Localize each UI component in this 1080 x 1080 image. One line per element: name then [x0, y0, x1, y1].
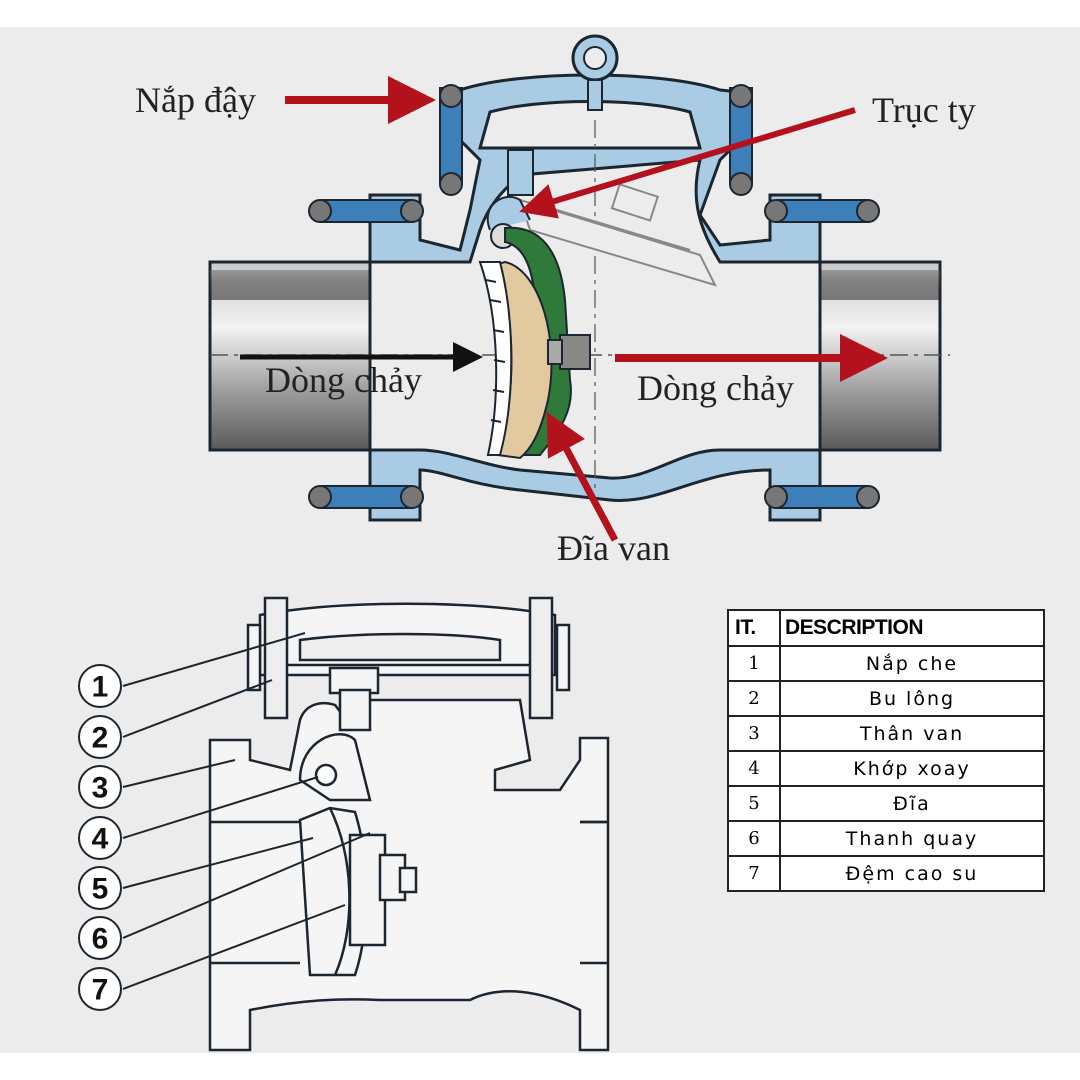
label-cover: Nắp đậy [135, 80, 256, 120]
svg-text:6: 6 [92, 923, 109, 956]
callout-4: 4 [78, 816, 122, 860]
row-it: 1 [727, 645, 781, 682]
callout-6: 6 [78, 916, 122, 960]
parts-table-header: IT. DESCRIPTION [727, 609, 1045, 647]
callouts: 1 2 3 4 5 6 7 [78, 664, 122, 1011]
row-description: Khớp xoay [779, 750, 1045, 787]
seat-ring [478, 261, 513, 456]
row-description: Nắp che [779, 645, 1045, 682]
row-it: 7 [727, 855, 781, 892]
callout-7: 7 [78, 967, 122, 1011]
svg-text:7: 7 [92, 974, 109, 1007]
callout-5: 5 [78, 866, 122, 910]
row-it: 6 [727, 820, 781, 857]
svg-text:3: 3 [92, 772, 109, 805]
row-it: 4 [727, 750, 781, 787]
svg-text:2: 2 [92, 722, 109, 755]
callout-2: 2 [78, 715, 122, 759]
svg-text:4: 4 [92, 823, 109, 856]
row-it: 3 [727, 715, 781, 752]
disc-arrow [546, 411, 619, 542]
top-valve-cutaway [208, 34, 950, 522]
bottom-valve-drawing [208, 596, 610, 1052]
svg-text:5: 5 [92, 873, 109, 906]
label-stem: Trục ty [872, 90, 976, 130]
callout-1: 1 [78, 664, 122, 708]
row-it: 5 [727, 785, 781, 822]
row-description: Thân van [779, 715, 1045, 752]
row-it: 2 [727, 680, 781, 717]
callout-leaders [122, 632, 371, 990]
disc-nut [559, 334, 591, 370]
callout-3: 3 [78, 765, 122, 809]
stem-arrow [519, 107, 856, 219]
row-description: Đệm cao su [779, 855, 1045, 892]
header-description: DESCRIPTION [779, 609, 1045, 647]
hinge-pin-outline [314, 763, 338, 787]
svg-text:1: 1 [92, 671, 109, 704]
bolt-nuts [308, 84, 880, 509]
label-disc: Đĩa van [557, 528, 670, 568]
header-it: IT. [727, 609, 781, 647]
row-description: Đĩa [779, 785, 1045, 822]
row-description: Thanh quay [779, 820, 1045, 857]
label-flow-out: Dòng chảy [637, 368, 794, 408]
row-description: Bu lông [779, 680, 1045, 717]
label-flow-in: Dòng chảy [265, 360, 422, 400]
hinge-bracket [507, 149, 534, 196]
